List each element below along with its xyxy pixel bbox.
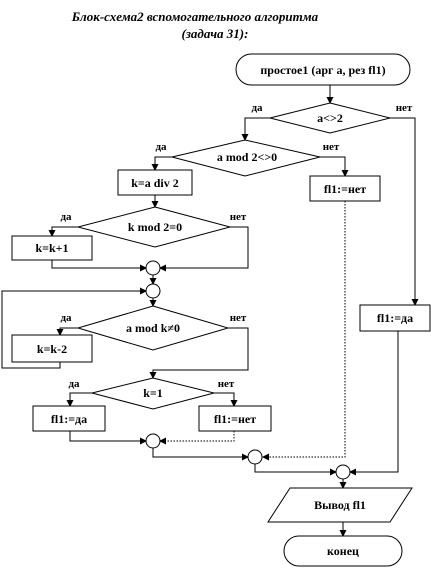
process-k-div bbox=[117, 169, 193, 196]
title-line-1: Блок-схема2 вспомогательного алгоритма bbox=[71, 9, 319, 24]
decision-amodk-label: a mod k≠0 bbox=[126, 321, 180, 335]
start-terminator bbox=[235, 53, 411, 86]
process-k-inc bbox=[11, 235, 93, 261]
edge-cond4-no bbox=[149, 327, 249, 379]
decision-amod2 bbox=[171, 139, 321, 177]
decision-amodk bbox=[76, 305, 230, 351]
start-label: простое1 (арг a, рез fl1) bbox=[260, 63, 385, 77]
merge-connector-5 bbox=[335, 464, 351, 480]
process-fl1-yes-label: fl1:=да bbox=[51, 412, 87, 426]
edge-cond2-no bbox=[320, 156, 349, 177]
end-label: конец bbox=[327, 544, 359, 558]
branch-no-4: нет bbox=[230, 312, 247, 324]
process-k-div-label: k=a div 2 bbox=[131, 176, 179, 190]
decision-k1 bbox=[91, 377, 215, 410]
output-parallelogram bbox=[267, 487, 413, 523]
edge-cond1-no bbox=[390, 117, 419, 306]
edge-merge3-merge4 bbox=[152, 448, 249, 461]
branch-yes-1: да bbox=[251, 102, 263, 114]
merge-connector-4 bbox=[247, 449, 263, 465]
decision-kmod2 bbox=[76, 206, 232, 248]
edge-cond3-no bbox=[159, 226, 249, 272]
process-fl1-no-top bbox=[309, 175, 381, 202]
decision-a-ne-2-label: a<>2 bbox=[317, 111, 343, 125]
end-terminator bbox=[283, 535, 403, 567]
merge-connector-1 bbox=[145, 260, 161, 276]
branch-yes-3: да bbox=[60, 211, 72, 223]
edge-cond3-yes bbox=[48, 226, 78, 237]
title-line-2: (задача 31): bbox=[182, 26, 249, 41]
decision-k1-label: k=1 bbox=[143, 386, 163, 400]
edge-cond4-yes bbox=[56, 327, 78, 336]
decision-amod2-label: a mod 2<>0 bbox=[217, 150, 277, 164]
branch-no-1: нет bbox=[396, 102, 413, 114]
process-fl1-yes bbox=[32, 405, 106, 432]
process-fl1-no-label: fl1:=нет bbox=[214, 412, 256, 426]
edge-cond1-yes bbox=[241, 117, 270, 141]
process-fl1-yes-right bbox=[359, 304, 431, 332]
process-fl1-no bbox=[198, 405, 272, 432]
edge-loop-back bbox=[1, 287, 147, 369]
edge-notop-merge4 bbox=[262, 201, 346, 461]
merge-connector-3 bbox=[145, 433, 161, 449]
merge-connector-2 bbox=[145, 283, 161, 299]
process-k-dec bbox=[11, 334, 93, 363]
edge-yesright-merge5 bbox=[349, 331, 399, 476]
process-k-dec-label: k=k-2 bbox=[37, 342, 67, 356]
process-fl1-yes-right-label: fl1:=да bbox=[377, 311, 413, 325]
decision-a-ne-2 bbox=[269, 102, 391, 134]
edge-merge4-merge5 bbox=[254, 464, 337, 476]
output-label: Вывод fl1 bbox=[314, 498, 366, 512]
branch-yes-4: да bbox=[60, 312, 72, 324]
connectors bbox=[1, 85, 419, 537]
branch-no-3: нет bbox=[230, 211, 247, 223]
branch-yes-5: да bbox=[68, 378, 80, 390]
process-fl1-no-top-label: fl1:=нет bbox=[324, 182, 366, 196]
process-k-inc-label: k=k+1 bbox=[35, 241, 68, 255]
edge-cond5-no bbox=[214, 392, 238, 407]
branch-yes-2: да bbox=[155, 141, 167, 153]
edge-cond5-yes bbox=[66, 392, 92, 407]
edge-cond2-yes bbox=[151, 156, 172, 171]
decision-kmod2-label: k mod 2=0 bbox=[128, 220, 182, 234]
edge-no-merge3 bbox=[159, 431, 235, 445]
edge-yes-merge3 bbox=[69, 431, 147, 445]
edge-kinc-merge bbox=[51, 260, 147, 272]
branch-no-5: нет bbox=[218, 378, 235, 390]
branch-no-2: нет bbox=[323, 141, 340, 153]
